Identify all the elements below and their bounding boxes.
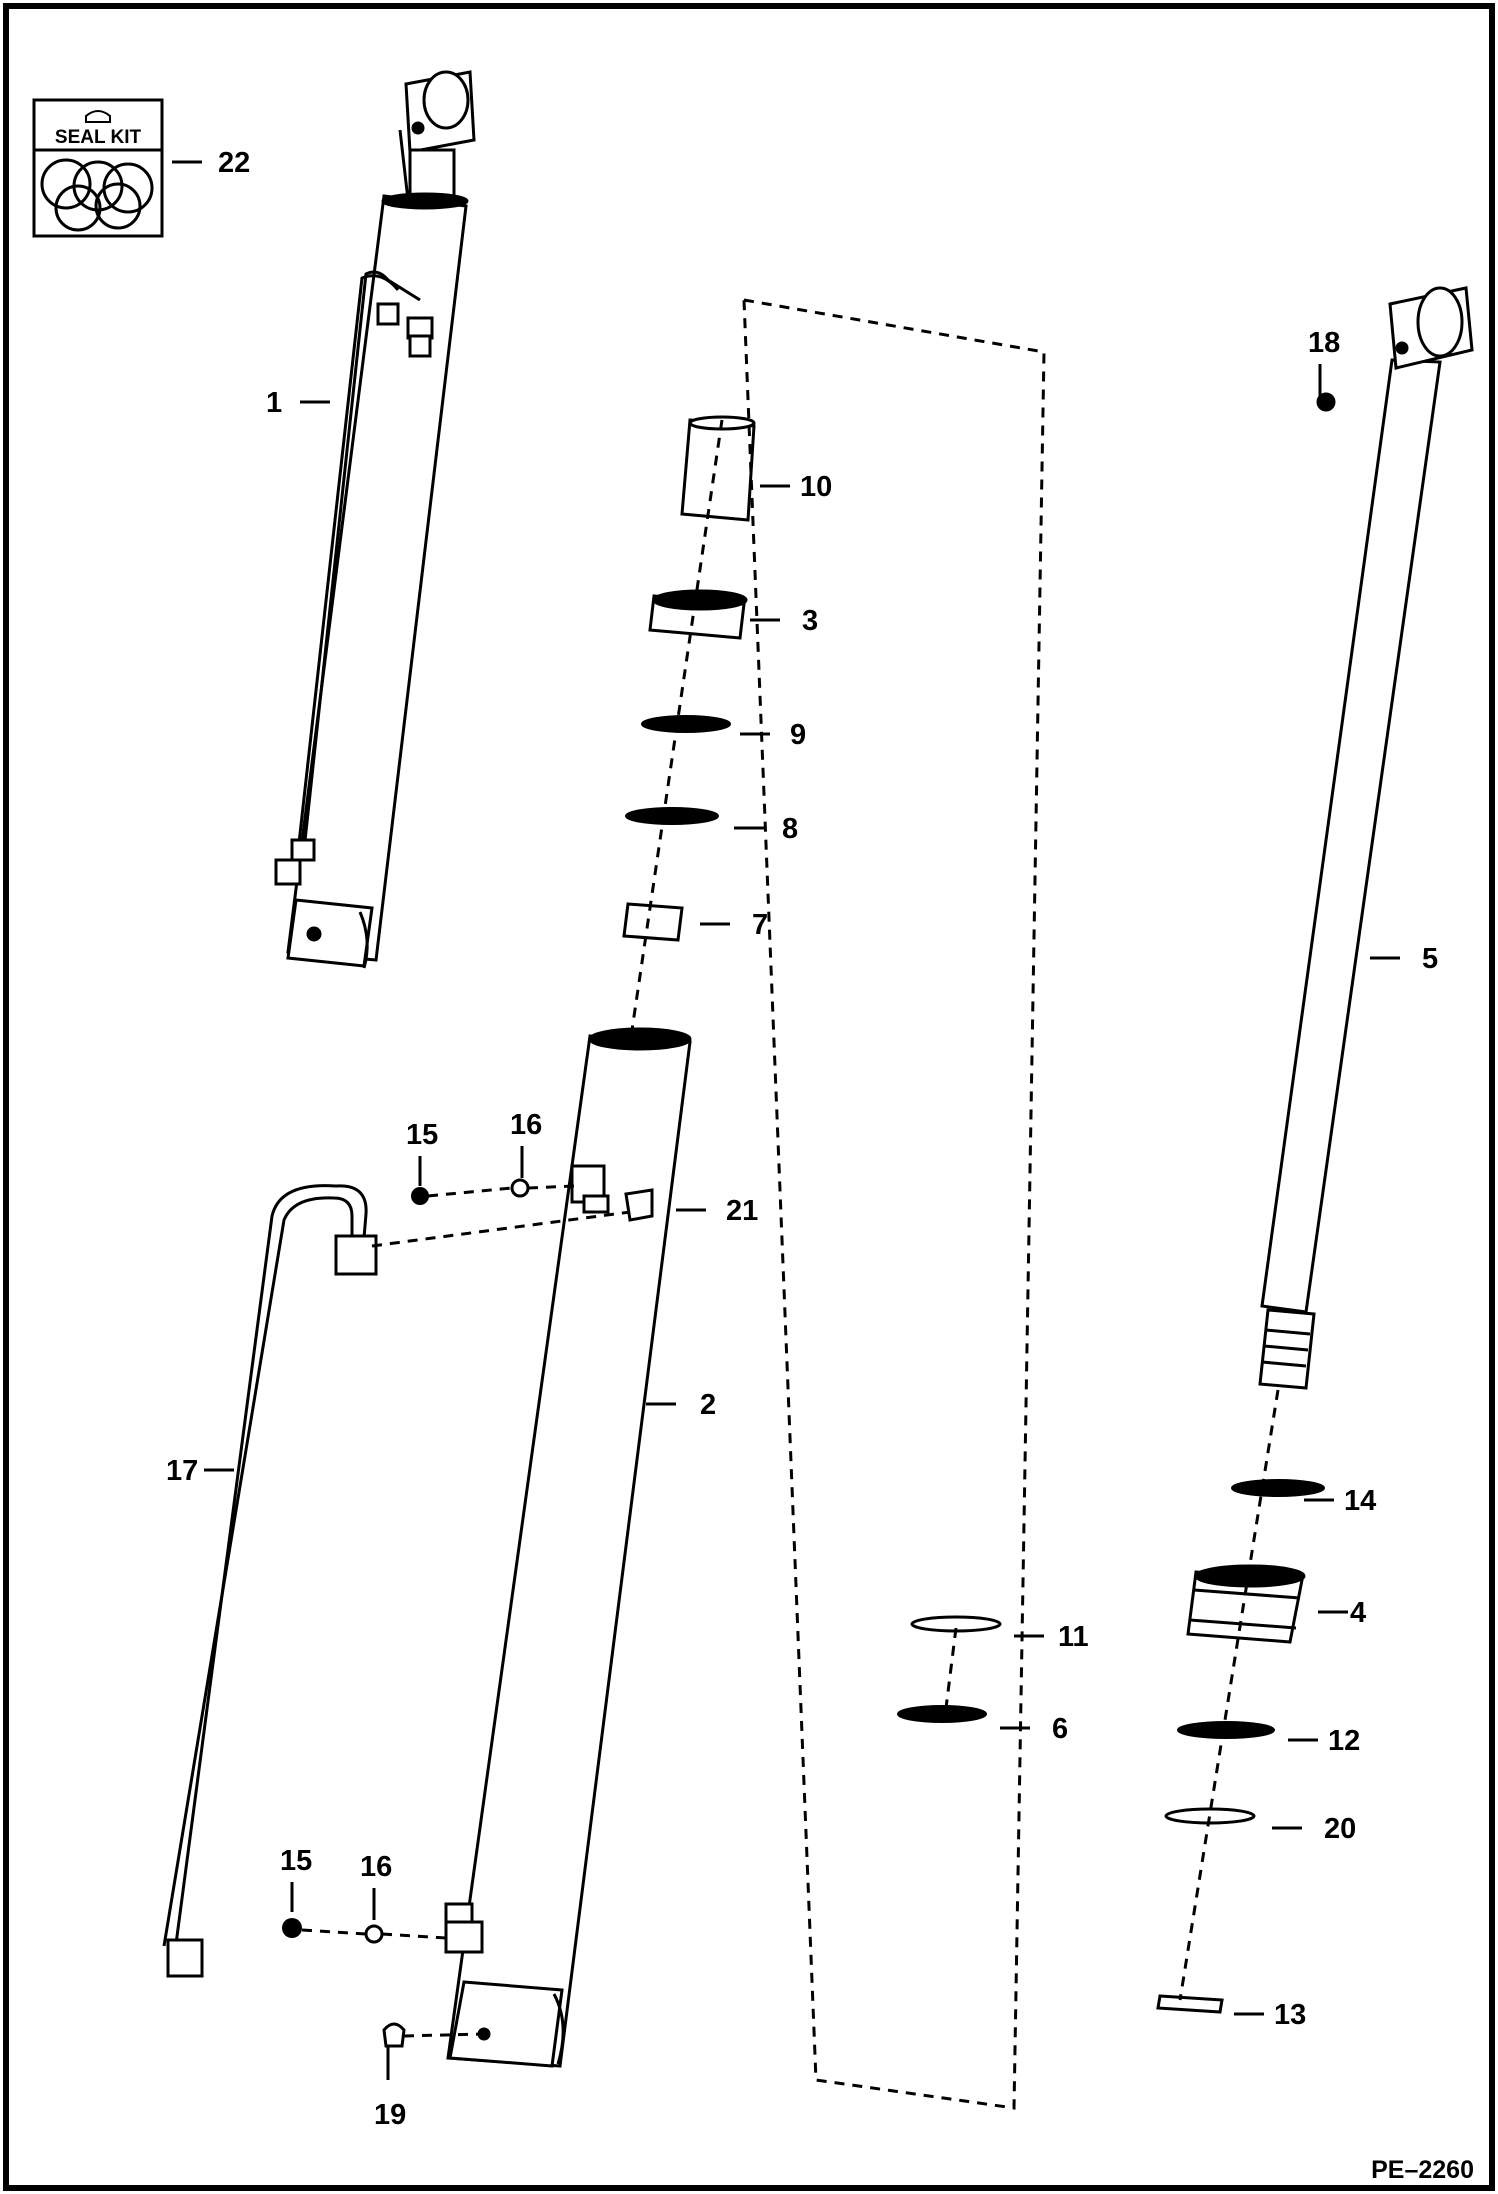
main-barrel (382, 1027, 692, 2068)
barrel-assembly (274, 70, 476, 969)
o-ring-9 (641, 715, 731, 733)
rod-seal-12 (1177, 1721, 1275, 1739)
callout-6: 6 (1052, 1713, 1068, 1745)
gland-4 (1186, 1564, 1306, 1644)
seal-kit-label: SEAL KIT (55, 127, 142, 148)
oil-can-icon (85, 110, 111, 123)
reference-number: PE–2260 (1371, 2156, 1474, 2184)
o-ring-16a (510, 1178, 530, 1198)
seal-6 (897, 1705, 987, 1723)
o-ring-icons (40, 158, 154, 232)
diagram-border (3, 3, 1495, 2191)
plug-15a (411, 1187, 429, 1205)
callout-12: 12 (1328, 1725, 1360, 1757)
callout-18: 18 (1308, 327, 1340, 359)
callout-9: 9 (790, 719, 806, 751)
callout-7: 7 (752, 909, 768, 941)
callout-22: 22 (218, 147, 250, 179)
ring-13 (1156, 1994, 1224, 2014)
callout-10: 10 (800, 471, 832, 503)
callout-17: 17 (166, 1455, 198, 1487)
callout-11: 11 (1058, 1621, 1089, 1653)
callout-3: 3 (802, 605, 818, 637)
wiper-20 (1164, 1807, 1256, 1825)
callout-5: 5 (1422, 943, 1438, 975)
callout-14: 14 (1344, 1485, 1376, 1517)
callout-labels: 22 1 10 3 9 8 7 18 5 15 16 21 2 17 14 4 … (166, 147, 1438, 2131)
o-ring-14 (1231, 1479, 1325, 1497)
callout-8: 8 (782, 813, 798, 845)
seal-kit-box: SEAL KIT (32, 98, 164, 238)
callout-13: 13 (1274, 1999, 1306, 2031)
nut-7 (622, 902, 684, 942)
piston-rod (1258, 286, 1474, 1390)
o-ring-16b (364, 1924, 384, 1944)
piston-10 (680, 415, 756, 522)
piston-seal-3 (648, 589, 748, 640)
callout-21: 21 (726, 1195, 758, 1227)
plug-15b (282, 1918, 302, 1938)
callout-15-lower: 15 (280, 1845, 312, 1877)
assembly-lines (301, 298, 1280, 2110)
callout-16-lower: 16 (360, 1851, 392, 1883)
callout-4: 4 (1350, 1597, 1366, 1629)
leader-lines (172, 160, 1400, 2080)
callout-2: 2 (700, 1389, 716, 1421)
callout-20: 20 (1324, 1813, 1356, 1845)
callout-1: 1 (266, 387, 282, 419)
backup-ring-8 (625, 807, 719, 825)
callout-19: 19 (374, 2099, 406, 2131)
callout-16-upper: 16 (510, 1109, 542, 1141)
callout-15-upper: 15 (406, 1119, 438, 1151)
tube-17 (162, 1184, 378, 1978)
